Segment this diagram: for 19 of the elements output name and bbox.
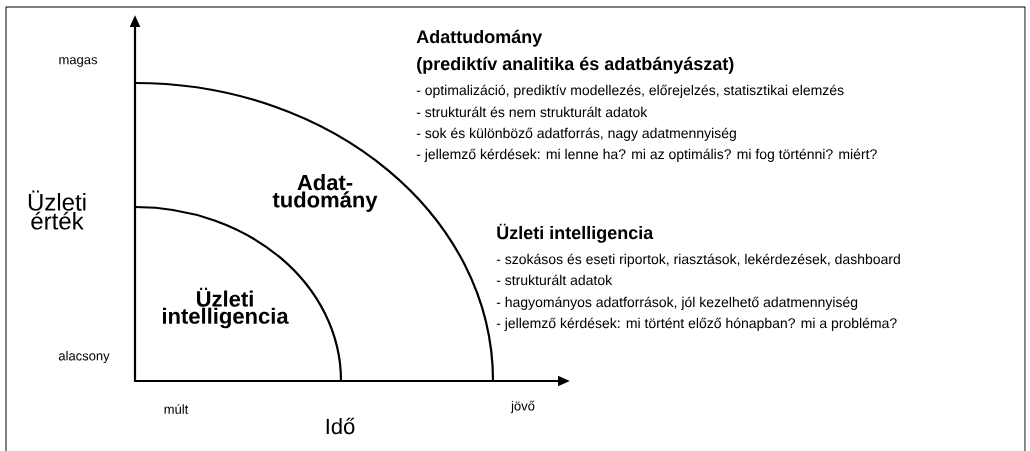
bullet-text: - jellemző kérdések: mi lenne ha? mi az optimális? mi fog történni? miért? (416, 148, 877, 162)
section-heading: Adattudomány (416, 29, 543, 47)
bullet-text: - strukturált adatok (496, 274, 613, 286)
axis-title: Üzleti érték (28, 190, 86, 230)
section-heading: (prediktív analitika és adatbányászat) (417, 56, 734, 74)
region-label: Adat- tudomány (272, 174, 378, 212)
bullet-text: - szokásos és eseti riportok, riasztások, lekérdezések, dashboard (496, 253, 900, 267)
bullet-text: - optimalizáció, prediktív modellezés, előrejelzés, statisztikai elemzés (416, 84, 844, 98)
bullet-text: - strukturált és nem strukturált adatok (416, 106, 648, 118)
bullet-text: - jellemző kérdések: mi történt előző hónapban? mi a probléma? (496, 317, 897, 331)
axis-tick-label: jövő (510, 400, 535, 414)
region-label: Üzleti intelligencia (162, 287, 289, 329)
section-heading: Üzleti intelligencia (497, 223, 654, 243)
axis-tick-label: alacsony (58, 350, 110, 364)
axis-title: Idő (326, 417, 355, 435)
bullet-text: - sok és különböző adatforrás, nagy adatmennyiség (416, 127, 736, 141)
bullet-text: - hagyományos adatforrások, jól kezelhető adatmennyiség (496, 296, 858, 310)
axis-tick-label: múlt (164, 404, 189, 414)
axis-tick-label: magas (59, 57, 98, 67)
